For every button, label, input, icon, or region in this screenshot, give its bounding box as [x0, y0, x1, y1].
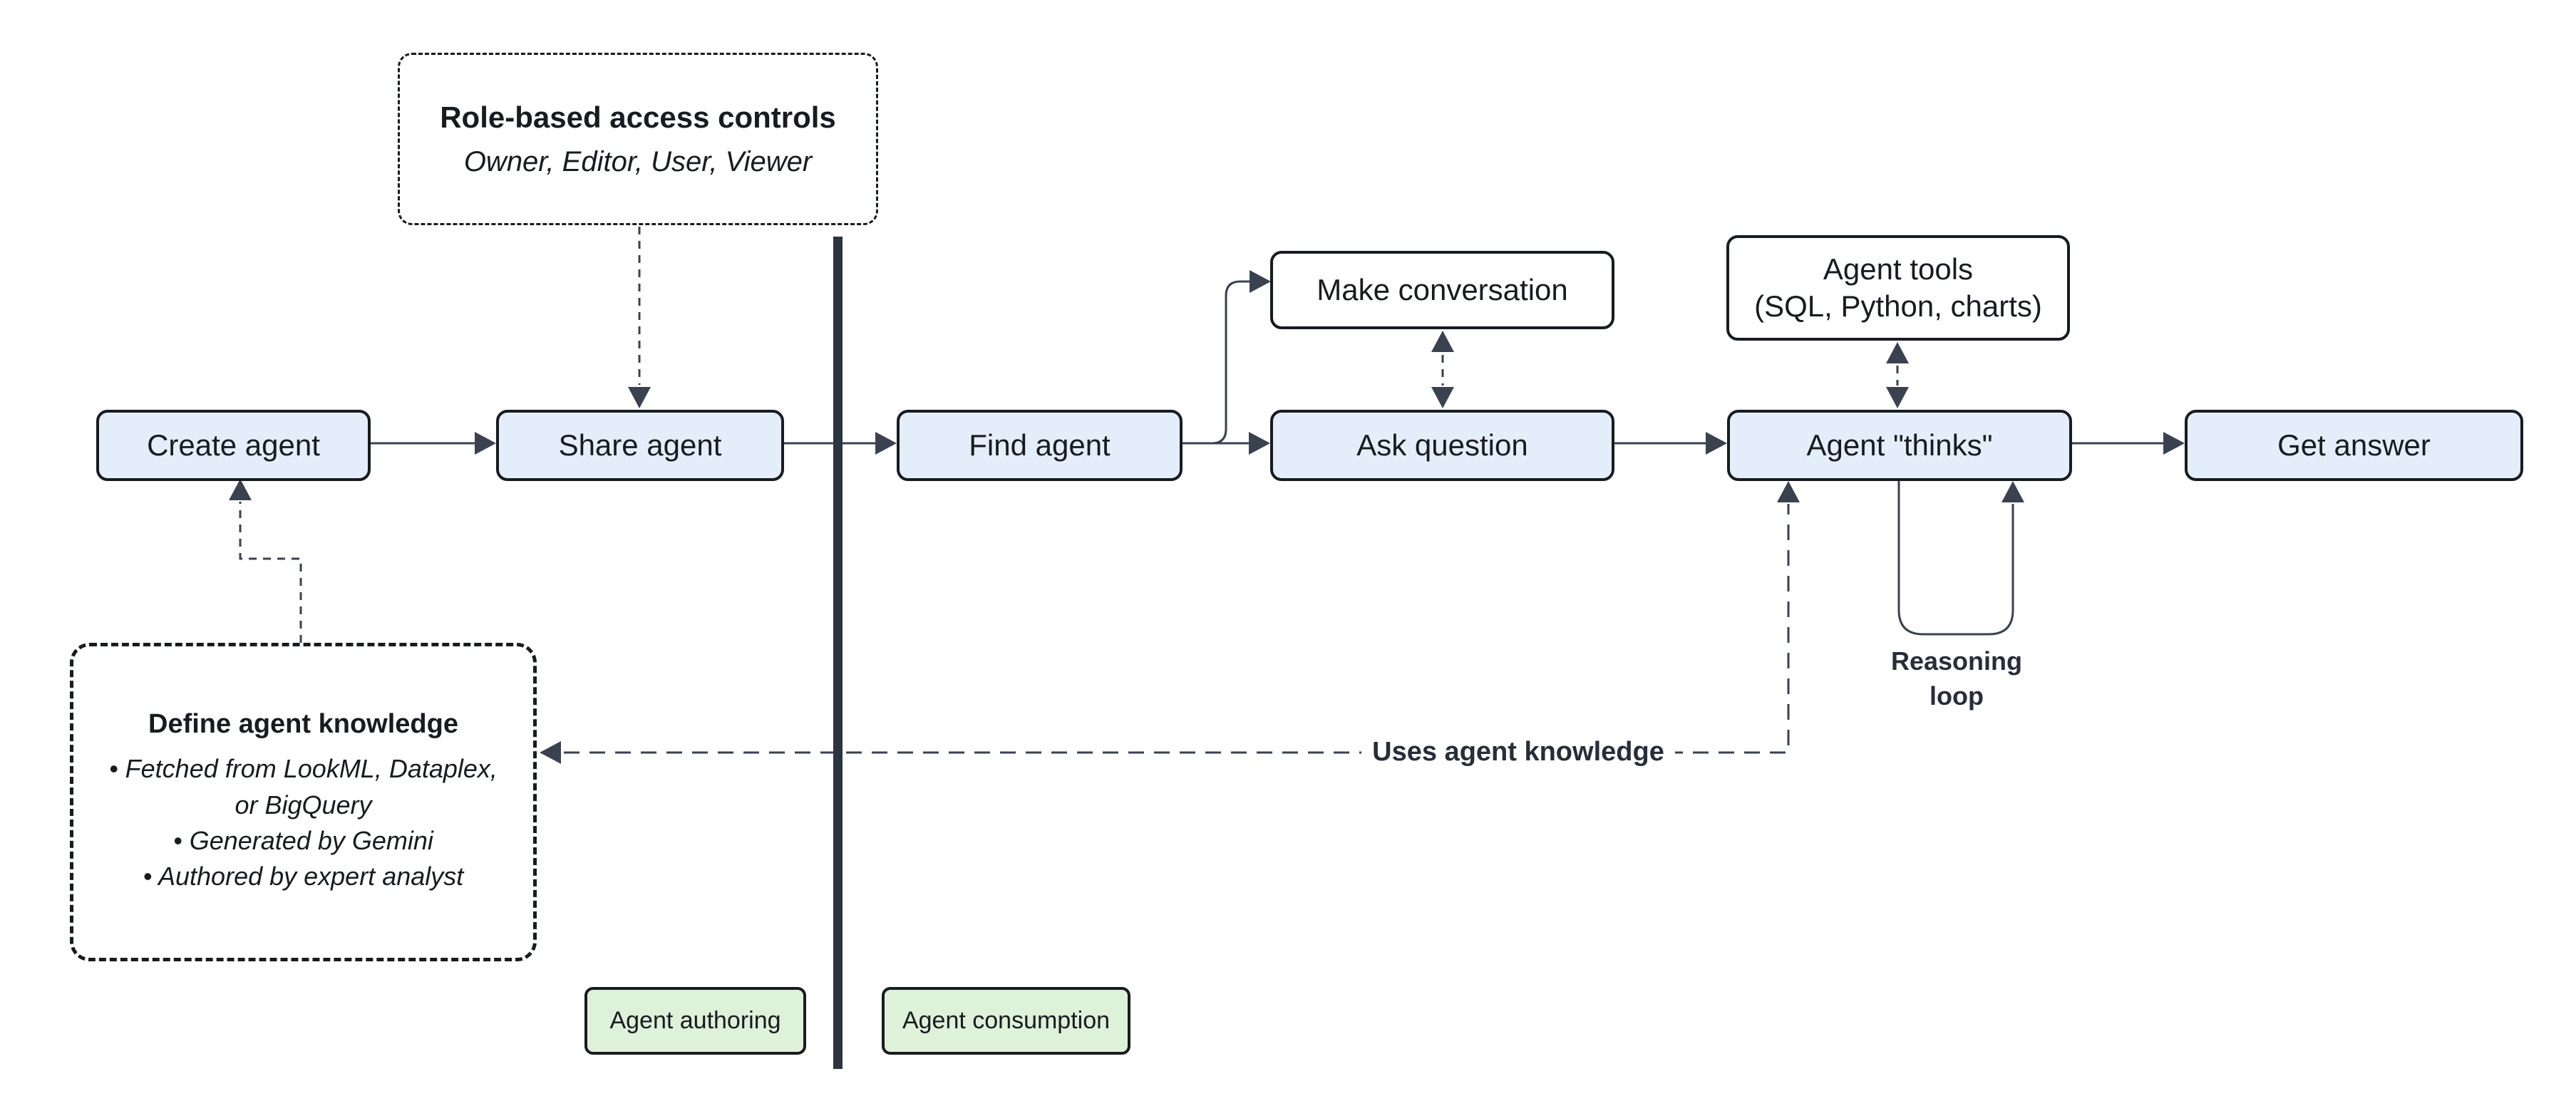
- node-agent-thinks: Agent "thinks": [1727, 410, 2072, 481]
- bullet-generated-by-gemini: • Generated by Gemini: [173, 826, 433, 855]
- node-agent-thinks-label: Agent "thinks": [1806, 428, 1993, 462]
- arrow-uses-agent-knowledge: [540, 481, 1800, 764]
- zone-label-agent-consumption: Agent consumption: [882, 987, 1130, 1055]
- arrow-ask-to-thinks: [1614, 432, 1727, 455]
- reasoning-loop-arrow: [1897, 481, 2024, 636]
- node-agent-tools: Agent tools (SQL, Python, charts): [1726, 235, 2070, 341]
- arrow-make-conversation-ask-bidirectional: [1431, 331, 1454, 408]
- arrow-create-to-share: [371, 432, 496, 455]
- arrow-find-to-ask: [1183, 432, 1270, 455]
- zone-divider: [833, 237, 843, 1069]
- note-define-agent-knowledge-title: Define agent knowledge: [148, 709, 458, 740]
- zone-label-agent-authoring: Agent authoring: [584, 987, 806, 1055]
- arrow-role-access-to-share: [628, 227, 651, 408]
- node-share-agent: Share agent: [496, 410, 784, 481]
- arrow-find-to-make-conversation: [1211, 270, 1271, 445]
- note-role-based-access: Role-based access controls Owner, Editor…: [398, 53, 878, 225]
- node-agent-tools-label: Agent tools (SQL, Python, charts): [1754, 252, 2042, 324]
- note-define-agent-knowledge-bullets: • Fetched from LookML, Dataplex, or BigQ…: [104, 751, 503, 895]
- node-find-agent-label: Find agent: [969, 428, 1111, 462]
- arrow-thinks-to-answer: [2072, 432, 2185, 455]
- bullet-fetched-from: • Fetched from LookML, Dataplex, or BigQ…: [109, 754, 498, 820]
- arrow-define-knowledge-to-create: [229, 479, 302, 643]
- arrow-agent-tools-thinks-bidirectional: [1886, 342, 1909, 408]
- node-make-conversation-label: Make conversation: [1317, 272, 1568, 306]
- note-define-agent-knowledge: Define agent knowledge • Fetched from Lo…: [70, 643, 537, 961]
- zone-label-agent-consumption-text: Agent consumption: [902, 1007, 1111, 1034]
- uses-agent-knowledge-label: Uses agent knowledge: [1361, 731, 1675, 774]
- note-role-based-access-title: Role-based access controls: [440, 100, 836, 134]
- node-get-answer-label: Get answer: [2277, 428, 2431, 462]
- node-get-answer: Get answer: [2185, 410, 2523, 481]
- node-create-agent-label: Create agent: [147, 428, 320, 462]
- reasoning-loop-label: Reasoning loop: [1860, 640, 2054, 718]
- node-create-agent: Create agent: [96, 410, 371, 481]
- note-role-based-access-roles: Owner, Editor, User, Viewer: [463, 145, 813, 177]
- node-make-conversation: Make conversation: [1270, 251, 1614, 329]
- node-ask-question-label: Ask question: [1356, 428, 1528, 462]
- node-find-agent: Find agent: [897, 410, 1183, 481]
- bullet-authored-by-analyst: • Authored by expert analyst: [143, 862, 464, 891]
- arrow-share-to-find: [784, 432, 897, 455]
- node-ask-question: Ask question: [1270, 410, 1614, 481]
- zone-label-agent-authoring-text: Agent authoring: [609, 1007, 781, 1034]
- node-share-agent-label: Share agent: [558, 428, 722, 462]
